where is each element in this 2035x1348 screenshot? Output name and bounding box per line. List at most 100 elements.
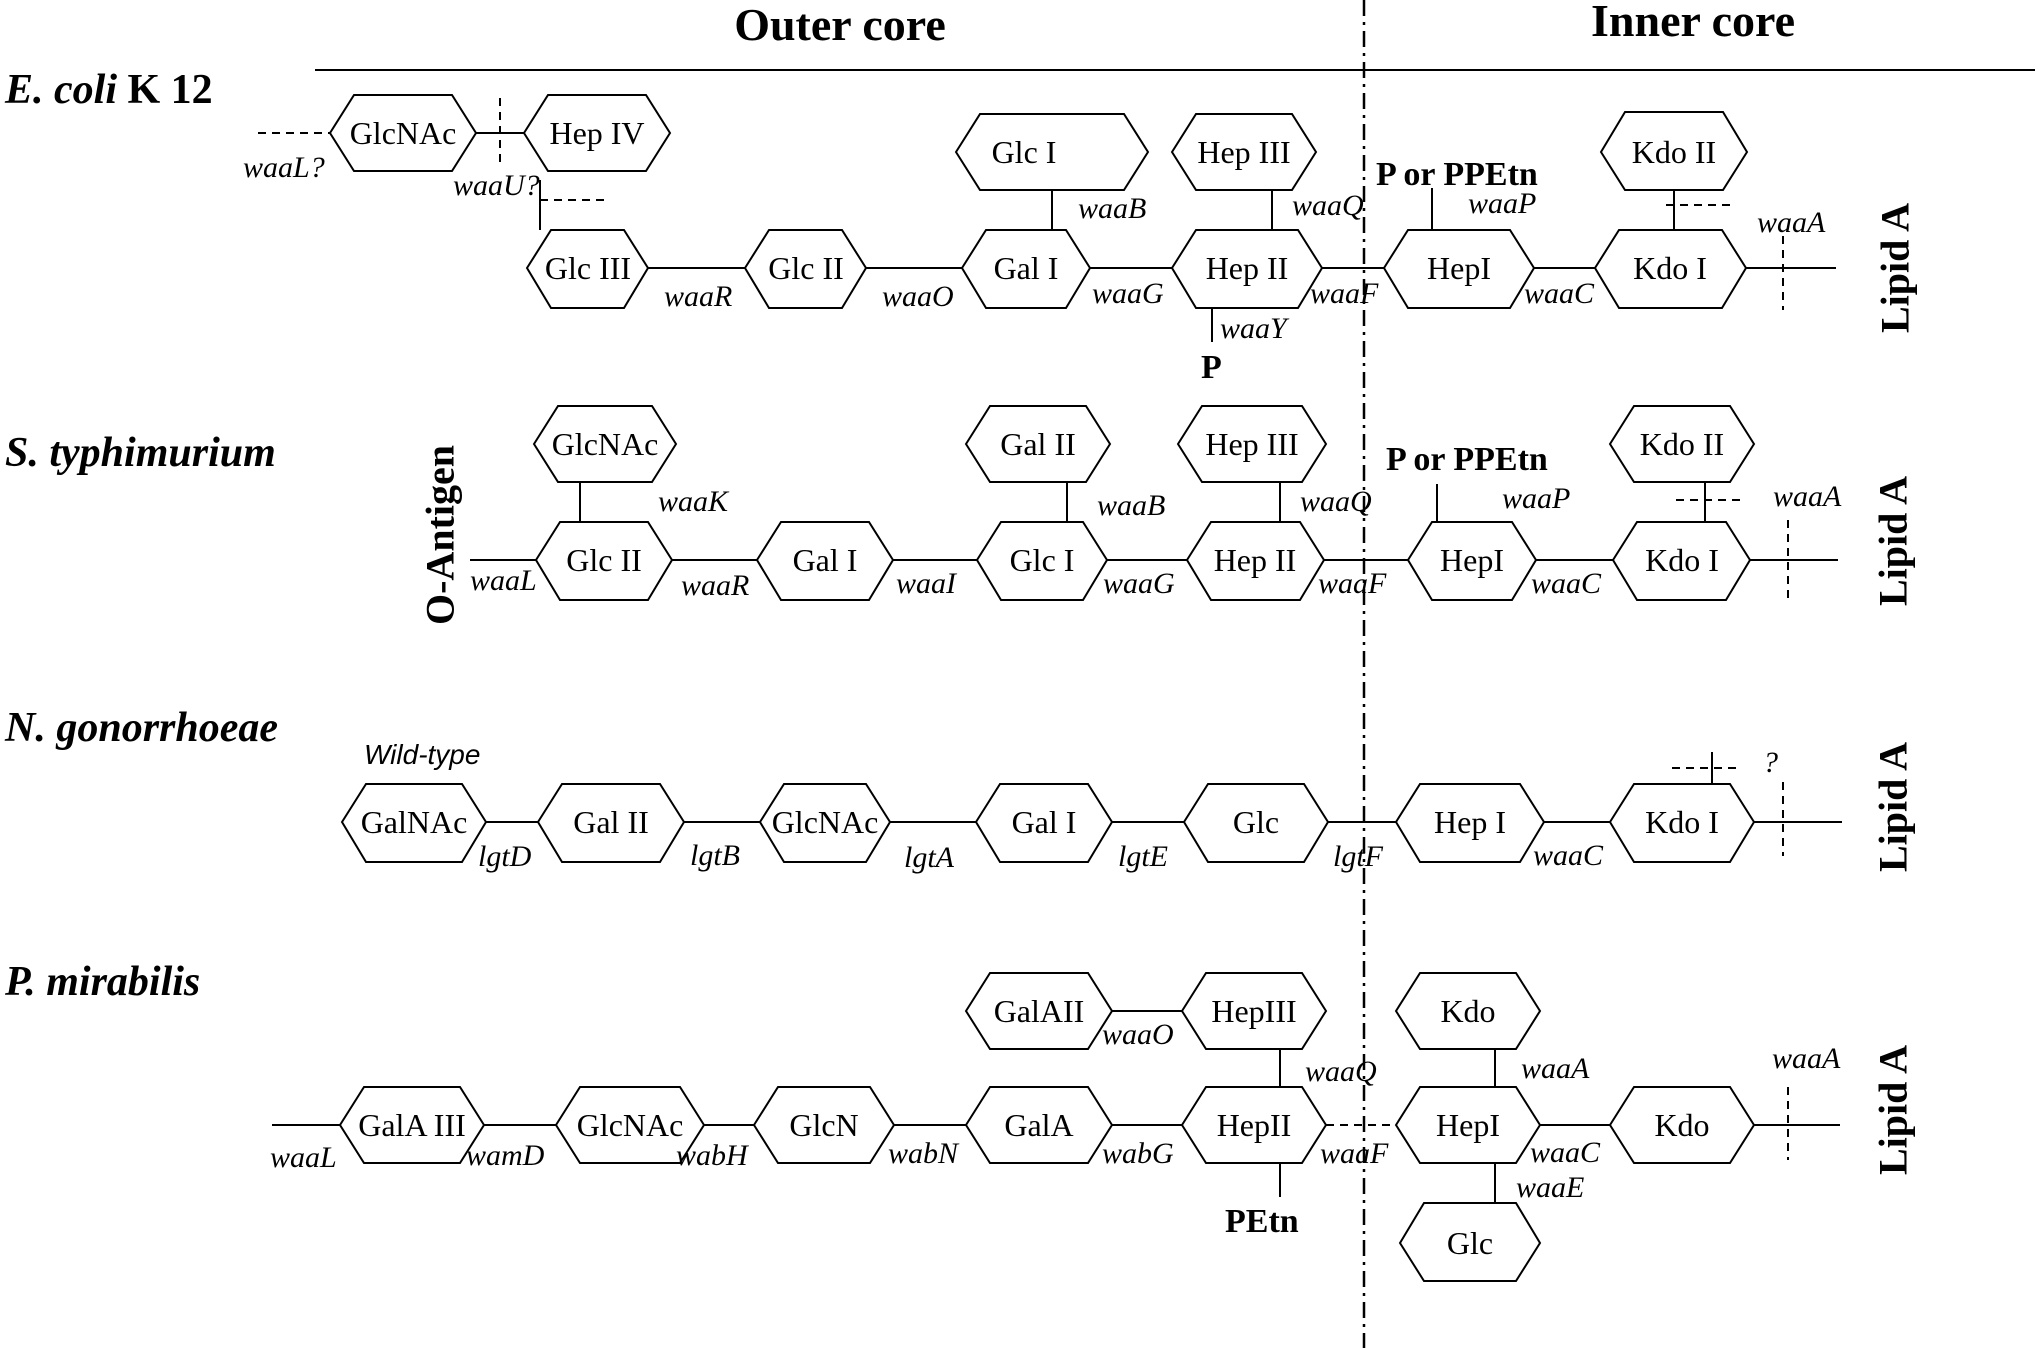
sugar-gala-ii: GalAII [964,972,1114,1050]
svg-text:GalA: GalA [1004,1107,1073,1143]
svg-text:Hep II: Hep II [1206,250,1289,286]
gene-label: waaA [1521,1052,1590,1085]
svg-text:Kdo I: Kdo I [1645,804,1719,840]
svg-text:GlcNAc: GlcNAc [552,426,659,462]
svg-text:Glc I: Glc I [992,134,1057,170]
svg-text:GalAII: GalAII [994,993,1085,1029]
gene-label: wabH [676,1139,750,1172]
gene-label: lgtB [690,839,740,872]
gene-label: waaY [1220,312,1290,345]
sugar-hep-iii: Hep III [1176,405,1328,483]
substituent-petn: PEtn [1225,1203,1299,1240]
outer-core-header: Outer core [734,0,946,50]
sugar-hepii: HepII [1180,1086,1328,1164]
sugar-glcn: GlcN [752,1086,896,1164]
sugar-galnac: GalNAc [340,783,488,863]
gene-label: waaL [270,1141,337,1174]
wild-type-label: Wild-type [364,739,480,770]
svg-text:Gal I: Gal I [1012,804,1077,840]
sugar-gal-i: Gal I [755,521,895,601]
sugar-kdo-i: Kdo I [1611,521,1752,601]
substituent-p-ppetn: P or PPEtn [1386,441,1548,478]
gene-label: waaR [664,280,732,313]
substituent-p-ppetn: P or PPEtn [1376,156,1538,193]
sugar-glc: Glc [1398,1202,1542,1282]
sugar-kdo-branch: Kdo [1394,972,1542,1050]
sugar-gal-ii: Gal II [964,405,1112,483]
gene-label: waaC [1524,277,1595,310]
svg-text:HepI: HepI [1436,1107,1500,1143]
sugar-glc-i: Glc I [954,113,1150,191]
sugar-gala-iii: GalA III [338,1086,486,1164]
svg-text:GalA III: GalA III [358,1107,466,1143]
svg-text:Kdo: Kdo [1440,993,1495,1029]
sugar-hepi: HepI [1394,1086,1542,1164]
species-styphimurium: S. typhimurium [5,430,276,476]
species-pmirabilis: P. mirabilis [4,959,200,1005]
gene-label: waaA [1773,480,1842,513]
gene-label: waaQ [1292,189,1364,222]
gene-label: waaF [1320,1137,1389,1170]
sugar-hep-i: Hep I [1394,783,1546,863]
svg-text:GlcNAc: GlcNAc [772,804,879,840]
species-ecoli: E. coli K 12 [4,67,213,113]
svg-text:Kdo II: Kdo II [1632,134,1716,170]
gene-label: lgtD [478,840,532,873]
svg-text:Hep II: Hep II [1214,542,1297,578]
inner-core-header: Inner core [1591,0,1795,46]
sugar-gala: GalA [964,1086,1114,1164]
gene-label: waaR [681,569,749,602]
species-ngonorrhoeae: N. gonorrhoeae [4,705,278,751]
svg-text:GlcN: GlcN [789,1107,858,1143]
sugar-hep-i: HepI [1382,229,1536,309]
gene-label: waaC [1530,1136,1601,1169]
svg-text:GlcNAc: GlcNAc [577,1107,684,1143]
sugar-glc-i: Glc I [975,521,1109,601]
svg-text:HepIII: HepIII [1211,993,1296,1029]
gene-label: wamD [466,1139,545,1172]
gene-label: lgtF [1333,840,1384,873]
sugar-glcnac: GlcNAc [328,94,478,172]
sugar-glcnac: GlcNAc [554,1086,706,1164]
gene-label: waaA [1757,206,1826,239]
gene-label: waaA [1772,1042,1841,1075]
sugar-hep-ii: Hep II [1170,229,1324,309]
svg-text:Hep IV: Hep IV [549,115,644,151]
gene-label: waaC [1533,839,1604,872]
svg-text:Gal II: Gal II [573,804,649,840]
lipid-a-label: Lipid A [1871,1045,1916,1175]
gene-label: waaP [1468,187,1536,220]
svg-text:GalNAc: GalNAc [361,804,468,840]
o-antigen-label: O-Antigen [418,445,463,625]
sugar-kdo-i: Kdo I [1593,229,1748,309]
gene-label: lgtA [904,841,955,874]
sugar-gal-i: Gal I [960,229,1092,309]
gene-label: waaK [658,485,730,518]
gene-label: waaC [1531,567,1602,600]
sugar-kdo: Kdo [1608,1086,1756,1164]
gene-label: waaO [1102,1018,1174,1051]
svg-text:Glc: Glc [1447,1225,1493,1261]
svg-text:GlcNAc: GlcNAc [350,115,457,151]
gene-label: waaE [1516,1171,1584,1204]
gene-label: wabN [888,1137,960,1170]
gene-label: wabG [1102,1137,1174,1170]
svg-text:Gal II: Gal II [1000,426,1076,462]
svg-text:Gal I: Gal I [994,250,1059,286]
sugar-glc-ii: Glc II [534,521,674,601]
svg-text:Hep III: Hep III [1197,134,1290,170]
svg-text:Kdo II: Kdo II [1640,426,1724,462]
svg-text:Glc II: Glc II [566,542,642,578]
substituent-p: P [1201,349,1222,386]
lipid-a-label: Lipid A [1871,742,1916,872]
svg-text:HepII: HepII [1217,1107,1292,1143]
sugar-glcnac: GlcNAc [532,405,678,483]
gene-label: waaG [1103,567,1175,600]
sugar-hep-ii: Hep II [1185,521,1326,601]
gene-label: waaP [1502,482,1570,515]
sugar-kdo-ii: Kdo II [1608,405,1756,483]
svg-text:Hep I: Hep I [1434,804,1506,840]
svg-text:Kdo: Kdo [1654,1107,1709,1143]
sugar-kdo-i: Kdo I [1608,783,1756,863]
